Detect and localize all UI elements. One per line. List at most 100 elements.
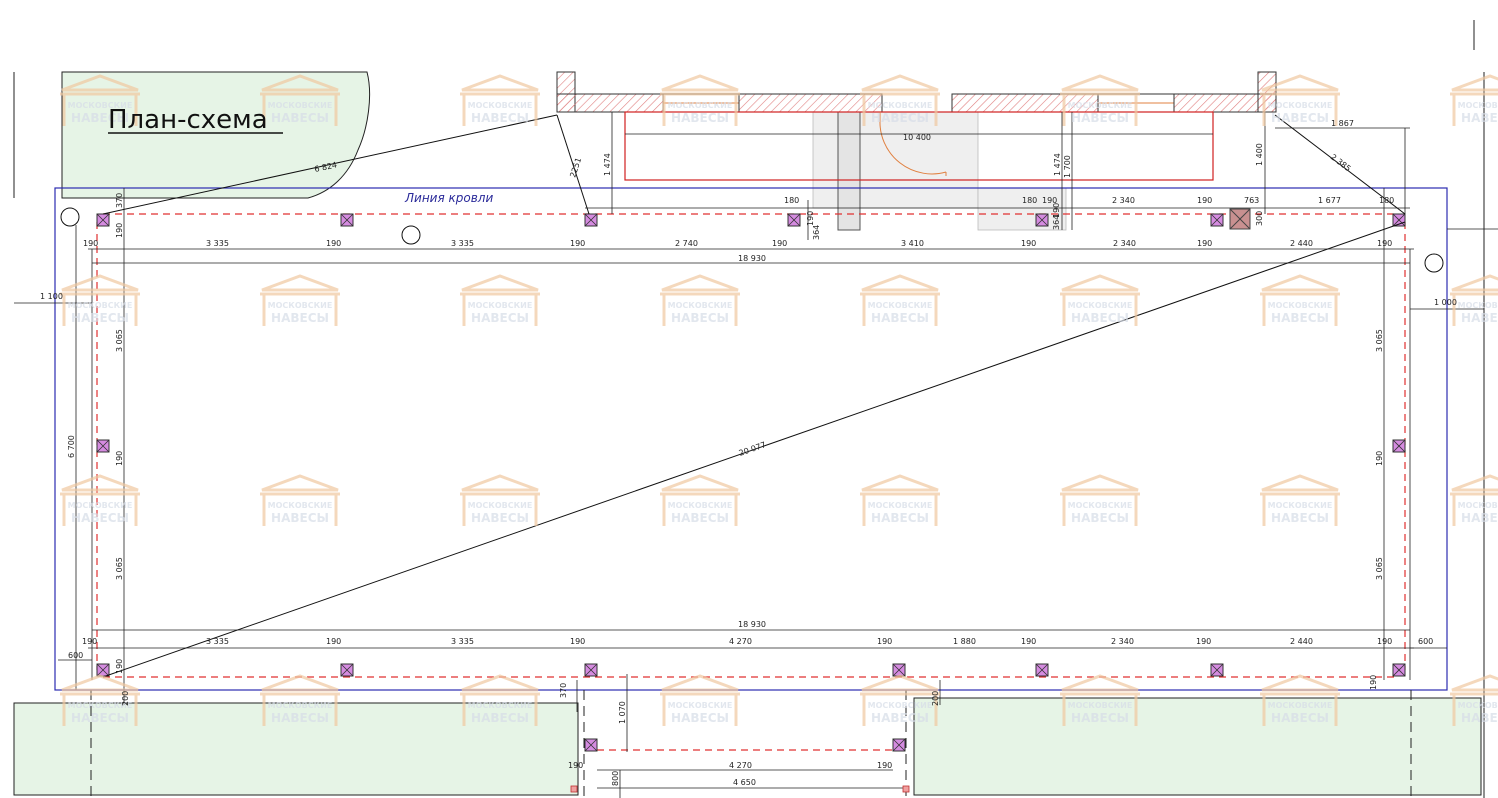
watermark-text-bottom: НАВЕСЫ (1271, 111, 1329, 125)
porch-structures (624, 111, 1214, 231)
pillar-post (892, 663, 906, 677)
watermark-text-top: МОСКОВСКИЕ (468, 701, 533, 710)
watermark-text-top: МОСКОВСКИЕ (668, 701, 733, 710)
watermark-text-bottom: НАВЕСЫ (471, 711, 529, 725)
dim-label: 190 (1377, 637, 1392, 646)
dim-label: 2 340 (1111, 637, 1134, 646)
gray-post (1229, 208, 1251, 230)
dim-label: 190 (1021, 637, 1036, 646)
pillar-post (1035, 213, 1049, 227)
watermark-text-bottom: НАВЕСЫ (871, 511, 929, 525)
dim-label: 364 (1052, 215, 1061, 230)
pillar-post (96, 663, 110, 677)
watermark-text-top: МОСКОВСКИЕ (868, 501, 933, 510)
dim-label: 190 (772, 239, 787, 248)
dim-label: 190 (1369, 675, 1378, 690)
watermark-text-bottom: НАВЕСЫ (271, 711, 329, 725)
dim-label: 10 400 (903, 133, 931, 142)
watermark-text-bottom: НАВЕСЫ (71, 711, 129, 725)
dim-label: 1 700 (1063, 155, 1072, 178)
dim-label: 190 (570, 239, 585, 248)
dim-label: 364 (812, 225, 821, 240)
dim-label: 4 270 (729, 761, 752, 770)
dim-label: 3 335 (451, 239, 474, 248)
dim-label: 190 (1196, 637, 1211, 646)
dim-label: 190 (326, 239, 341, 248)
dim-label: 1 880 (953, 637, 976, 646)
watermark-text-bottom: НАВЕСЫ (1271, 311, 1329, 325)
diagonal-lines (102, 114, 1406, 678)
watermark-text-bottom: НАВЕСЫ (71, 311, 129, 325)
dim-label: 1 070 (618, 701, 627, 724)
dim-label: 2 440 (1290, 239, 1313, 248)
pillar-post (1210, 213, 1224, 227)
dim-label: 2 385 (1329, 152, 1353, 173)
dim-label: 1 400 (1255, 143, 1264, 166)
watermark-text-bottom: НАВЕСЫ (671, 711, 729, 725)
watermark-text-bottom: НАВЕСЫ (871, 311, 929, 325)
watermark-text-top: МОСКОВСКИЕ (68, 301, 133, 310)
dim-label: 1 000 (1434, 298, 1457, 307)
pillar-post (96, 439, 110, 453)
pillar-post (340, 213, 354, 227)
dimension-lines (14, 112, 1498, 798)
watermark-text-top: МОСКОВСКИЕ (668, 301, 733, 310)
dim-label: 4 650 (733, 778, 756, 787)
pillars (96, 213, 1406, 752)
watermark-text-bottom: НАВЕСЫ (1271, 511, 1329, 525)
dim-label: 2 740 (675, 239, 698, 248)
watermark-text-top: МОСКОВСКИЕ (1458, 501, 1498, 510)
watermark-text-bottom: НАВЕСЫ (671, 311, 729, 325)
watermark-text-top: МОСКОВСКИЕ (68, 501, 133, 510)
watermark-text-top: МОСКОВСКИЕ (468, 301, 533, 310)
watermark-text-bottom: НАВЕСЫ (1461, 711, 1498, 725)
dim-label: 190 (326, 637, 341, 646)
dim-label: 180 (784, 196, 799, 205)
dashed-boundaries (90, 690, 1412, 798)
door-swing (879, 112, 947, 175)
dim-label: 4 270 (729, 637, 752, 646)
dim-label: 190 (115, 451, 124, 466)
watermark-text-top: МОСКОВСКИЕ (468, 101, 533, 110)
watermark-text-bottom: НАВЕСЫ (271, 111, 329, 125)
lawn-bottom-left (13, 702, 579, 796)
watermark-text-top: МОСКОВСКИЕ (1068, 101, 1133, 110)
dim-label: 600 (68, 651, 83, 660)
dim-label: 18 930 (738, 620, 766, 629)
dim-label: 2 440 (1290, 637, 1313, 646)
watermark-text-top: МОСКОВСКИЕ (1458, 701, 1498, 710)
dim-label: 3 335 (206, 637, 229, 646)
dim-label: 190 (877, 637, 892, 646)
dim-label: 2251 (568, 156, 583, 178)
dim-label: 180 (1379, 196, 1394, 205)
watermark-text-bottom: НАВЕСЫ (671, 111, 729, 125)
watermark-text-top: МОСКОВСКИЕ (1068, 501, 1133, 510)
watermark-text-bottom: НАВЕСЫ (1071, 711, 1129, 725)
watermark-text-bottom: НАВЕСЫ (871, 111, 929, 125)
watermark-text-top: МОСКОВСКИЕ (668, 501, 733, 510)
watermark-text-top: МОСКОВСКИЕ (1068, 301, 1133, 310)
watermark-text-top: МОСКОВСКИЕ (868, 701, 933, 710)
pillar-post (1210, 663, 1224, 677)
pillar-post (584, 738, 598, 752)
dim-label: 180 (1022, 196, 1037, 205)
dim-label: 190 (1197, 196, 1212, 205)
watermark-text-bottom: НАВЕСЫ (271, 511, 329, 525)
watermark-text-top: МОСКОВСКИЕ (668, 101, 733, 110)
